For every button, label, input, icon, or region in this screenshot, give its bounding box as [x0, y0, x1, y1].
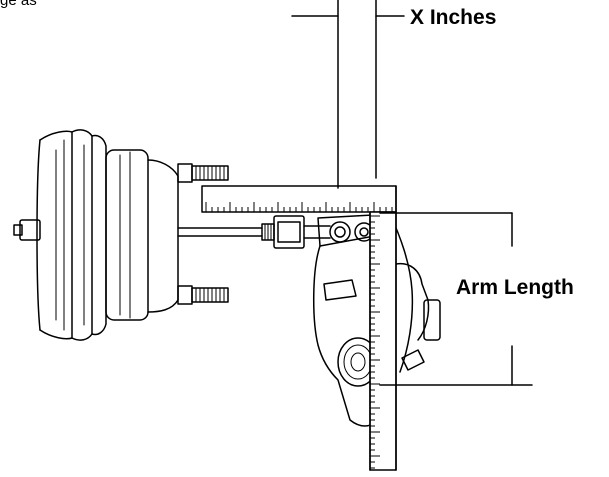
- top-fragment-text: ge as: [0, 0, 37, 9]
- ruler-ticks-vertical: [370, 215, 380, 469]
- mounting-studs: [177, 163, 229, 305]
- arm-length-dimension: [379, 212, 533, 386]
- brake-chamber: [13, 129, 179, 341]
- arm-length-label: Arm Length: [456, 276, 574, 299]
- push-rod: [177, 215, 374, 249]
- ruler-ticks-horizontal: [205, 202, 393, 212]
- measuring-square: [201, 185, 397, 471]
- x-inches-dimension: [291, 0, 405, 189]
- x-inches-label: X Inches: [410, 6, 497, 29]
